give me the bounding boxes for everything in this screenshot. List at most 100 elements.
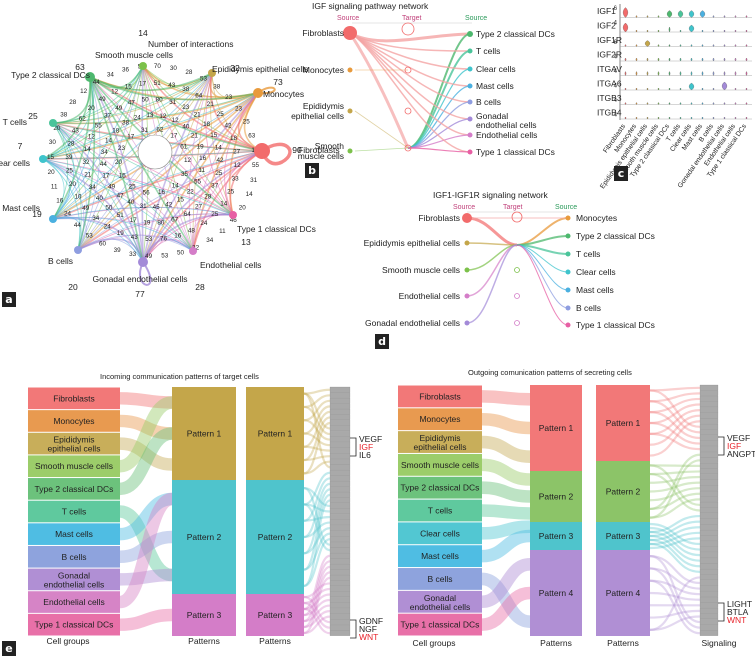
edge-label: 49 bbox=[115, 105, 123, 112]
source-label-cont: epithelial cells bbox=[291, 111, 344, 121]
panel-c-violin-plot: IGF16IGF24IGF1R6IGF2R4ITGAV4ITGA64ITGB34… bbox=[597, 4, 752, 190]
signal-row bbox=[330, 536, 350, 541]
panel-e-outgoing-title: Outgoing comunication patterns of secret… bbox=[468, 368, 632, 377]
signal-pattern-label: Pattern 1 bbox=[606, 418, 641, 428]
edge-label: 17 bbox=[130, 217, 138, 224]
edge-label: 31 bbox=[169, 99, 177, 106]
target-node-5 bbox=[468, 117, 473, 122]
violin bbox=[647, 117, 648, 119]
cell-box-label: Type 1 classical DCs bbox=[35, 620, 114, 630]
signal-row bbox=[700, 385, 718, 390]
target-node-6 bbox=[468, 133, 473, 138]
target-node-4 bbox=[566, 288, 571, 293]
target-node-1 bbox=[468, 49, 473, 54]
violin bbox=[680, 30, 681, 32]
axis-cell-groups: Cell groups bbox=[47, 636, 90, 646]
target-label: Clear cells bbox=[576, 267, 616, 277]
source-label: Monocytes bbox=[303, 65, 344, 75]
flow bbox=[482, 442, 530, 457]
signal-row bbox=[700, 597, 718, 602]
edge-label: 21 bbox=[84, 172, 92, 179]
signal-flow bbox=[650, 471, 700, 474]
edge-label: 20 bbox=[88, 105, 96, 112]
source-node-2 bbox=[465, 268, 470, 273]
gene-label: ITGA6 bbox=[597, 79, 622, 89]
cell-box-label-cont: endothelial cells bbox=[410, 602, 470, 612]
violin bbox=[735, 88, 736, 90]
callout-top: IL6 bbox=[359, 450, 371, 460]
hub-edge bbox=[517, 236, 568, 245]
edge-label: 38 bbox=[213, 84, 221, 91]
panel-b-header-target: Target bbox=[402, 15, 422, 22]
node-count: 77 bbox=[135, 289, 145, 299]
violin bbox=[658, 88, 659, 90]
node-count: 63 bbox=[75, 62, 85, 72]
scale-label: 4 bbox=[614, 21, 618, 27]
panel-b-title: IGF signaling pathway network bbox=[312, 1, 429, 11]
edge-label: 19 bbox=[117, 230, 125, 237]
violin bbox=[746, 88, 747, 90]
signal-row bbox=[700, 497, 718, 502]
cell-box-label: Monocytes bbox=[419, 414, 460, 424]
edge-label: 12 bbox=[80, 88, 88, 95]
violin bbox=[746, 117, 747, 119]
edge-label: 80 bbox=[156, 96, 164, 103]
edge-label: 15 bbox=[210, 132, 218, 139]
violin bbox=[735, 103, 736, 105]
signal-row bbox=[330, 404, 350, 409]
violin bbox=[680, 88, 681, 90]
flow bbox=[482, 419, 530, 428]
edge-label: 43 bbox=[72, 128, 80, 135]
edge-label: 24 bbox=[104, 224, 112, 231]
edge-label: 23 bbox=[225, 94, 233, 101]
cell-box-label: Smooth muscle cells bbox=[401, 460, 479, 470]
callout-bottom: WNT bbox=[727, 615, 746, 625]
cell-box-label: Clear cells bbox=[420, 528, 460, 538]
signal-row bbox=[330, 553, 350, 558]
source-node-2 bbox=[348, 109, 353, 114]
hub-edge bbox=[517, 245, 568, 308]
signal-row bbox=[330, 619, 350, 624]
flow bbox=[482, 396, 530, 399]
cell-box-label: Smooth muscle cells bbox=[35, 461, 113, 471]
edge-label: 11 bbox=[219, 228, 226, 235]
target-label: Clear cells bbox=[476, 64, 516, 74]
edge-label: 17 bbox=[139, 81, 147, 88]
signal-row bbox=[700, 558, 718, 563]
edge-label: 51 bbox=[154, 80, 162, 87]
signal-row bbox=[330, 420, 350, 425]
node-10 bbox=[49, 119, 57, 127]
axis-patterns: Patterns bbox=[540, 638, 572, 648]
edge-label: 43 bbox=[131, 234, 139, 241]
flow bbox=[482, 488, 530, 497]
edge-label: 23 bbox=[182, 104, 190, 111]
edge-label: 15 bbox=[125, 84, 133, 91]
edge-label: 16 bbox=[56, 198, 64, 205]
signal-row bbox=[330, 625, 350, 630]
signal-row bbox=[700, 469, 718, 474]
signal-flow bbox=[650, 388, 700, 391]
target-node-5 bbox=[566, 306, 571, 311]
panel-b-igf-network: IGF signaling pathway network Source Tar… bbox=[291, 1, 555, 161]
edge-label: 21 bbox=[194, 111, 202, 118]
source-node-4 bbox=[465, 321, 470, 326]
cell-box-label: Monocytes bbox=[53, 416, 94, 426]
smooth-edge bbox=[355, 148, 408, 151]
edge-label: 25 bbox=[217, 111, 225, 118]
edge-label: 23 bbox=[235, 106, 243, 113]
edge-label: 15 bbox=[119, 173, 127, 180]
edge-label: 45 bbox=[153, 204, 161, 211]
panel-tag-d: d bbox=[375, 334, 389, 349]
panel-a-interaction-circle: Number of interactions 30285338232325631… bbox=[0, 28, 340, 299]
violin bbox=[625, 117, 626, 119]
violin bbox=[746, 30, 747, 32]
edge-label: 25 bbox=[211, 211, 219, 218]
source-label: Gonadal endothelial cells bbox=[365, 318, 460, 328]
node-label: Smooth muscle cells bbox=[95, 50, 173, 60]
edge-label: 21 bbox=[191, 133, 199, 140]
edge-label: 55 bbox=[95, 122, 103, 129]
target-label: Monocytes bbox=[576, 213, 617, 223]
edge-label: 19 bbox=[197, 143, 205, 150]
violin bbox=[669, 117, 670, 119]
signal-row bbox=[700, 418, 718, 423]
